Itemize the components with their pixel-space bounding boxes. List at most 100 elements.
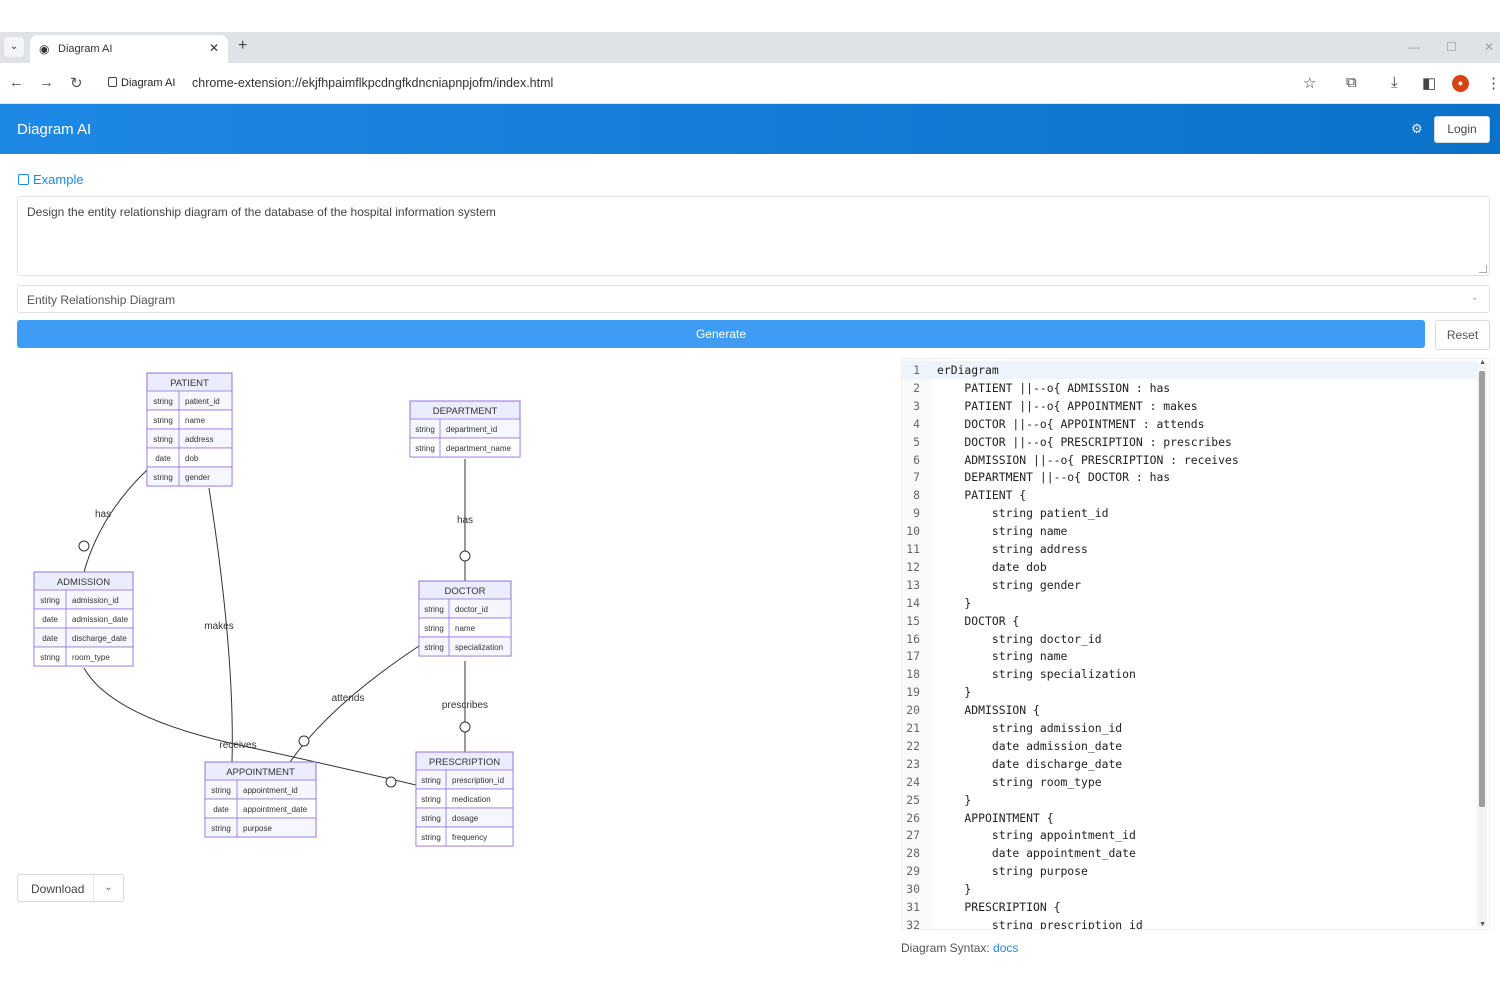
line-number: 32: [906, 917, 920, 930]
code-line[interactable]: 32 string prescription_id: [902, 916, 1477, 930]
code-line[interactable]: 5 DOCTOR ||--o{ PRESCRIPTION : prescribe…: [902, 433, 1477, 451]
maximize-icon[interactable]: ☐: [1446, 40, 1457, 54]
code-line[interactable]: 19 }: [902, 683, 1477, 701]
line-number: 22: [906, 738, 920, 753]
download-button[interactable]: Download ⌄: [17, 874, 124, 902]
window-close-icon[interactable]: ✕: [1484, 40, 1495, 54]
code-line[interactable]: 27 string appointment_id: [902, 826, 1477, 844]
code-line[interactable]: 7 DEPARTMENT ||--o{ DOCTOR : has: [902, 468, 1477, 486]
tab-list-icon[interactable]: ⌄: [4, 37, 24, 57]
line-code: string gender: [937, 577, 1082, 592]
code-line[interactable]: 22 date admission_date: [902, 737, 1477, 755]
code-line[interactable]: 2 PATIENT ||--o{ ADMISSION : has: [902, 379, 1477, 397]
generate-button[interactable]: Generate: [17, 320, 1425, 348]
code-line[interactable]: 28 date appointment_date: [902, 844, 1477, 862]
code-line[interactable]: 8 PATIENT {: [902, 486, 1477, 504]
code-line[interactable]: 18 string specialization: [902, 665, 1477, 683]
line-code: erDiagram: [937, 363, 999, 377]
code-line[interactable]: 13 string gender: [902, 576, 1477, 594]
prompt-textarea[interactable]: Design the entity relationship diagram o…: [17, 196, 1490, 276]
line-code: string address: [937, 542, 1088, 556]
attribute-name: doctor_id: [455, 605, 488, 614]
code-line[interactable]: 6 ADMISSION ||--o{ PRESCRIPTION : receiv…: [902, 451, 1477, 469]
code-line[interactable]: 4 DOCTOR ||--o{ APPOINTMENT : attends: [902, 415, 1477, 433]
relation-label-has: has: [95, 509, 111, 520]
back-icon[interactable]: ←: [9, 74, 24, 91]
line-code: DOCTOR ||--o{ PRESCRIPTION : prescribes: [937, 434, 1232, 449]
scrollbar-thumb[interactable]: [1479, 371, 1485, 807]
code-line[interactable]: 29 string purpose: [902, 862, 1477, 880]
attribute-name: gender: [185, 473, 210, 482]
line-number: 24: [906, 774, 920, 789]
line-number: 17: [906, 649, 920, 664]
code-line[interactable]: 14 }: [902, 594, 1477, 612]
code-line[interactable]: 20 ADMISSION {: [902, 701, 1477, 719]
docs-link[interactable]: docs: [993, 941, 1019, 955]
scroll-up-icon[interactable]: ▲: [1479, 359, 1486, 366]
attribute-name: room_type: [72, 653, 110, 662]
reload-icon[interactable]: ↻: [70, 75, 83, 92]
entity-title: ADMISSION: [57, 577, 110, 588]
chevron-down-icon[interactable]: ⌄: [93, 875, 123, 901]
close-icon[interactable]: ✕: [208, 41, 219, 55]
code-line[interactable]: 11 string address: [902, 540, 1477, 558]
code-line[interactable]: 10 string name: [902, 522, 1477, 540]
line-code: string patient_id: [937, 506, 1109, 521]
diagram-type-select[interactable]: Entity Relationship Diagram ⌄: [17, 285, 1490, 313]
code-line[interactable]: 15 DOCTOR {: [902, 612, 1477, 630]
line-number: 23: [906, 756, 920, 771]
line-code: DEPARTMENT ||--o{ DOCTOR : has: [937, 470, 1171, 485]
code-line[interactable]: 31 PRESCRIPTION {: [902, 898, 1477, 916]
crowfoot-circle: [459, 721, 471, 733]
code-line[interactable]: 24 string room_type: [902, 773, 1477, 791]
code-line[interactable]: 26 APPOINTMENT {: [902, 809, 1477, 827]
plus-icon[interactable]: +: [238, 37, 248, 54]
forward-icon[interactable]: →: [39, 74, 54, 91]
code-line[interactable]: 25 }: [902, 791, 1477, 809]
code-line[interactable]: 21 string admission_id: [902, 719, 1477, 737]
download-icon[interactable]: ⤓: [1391, 74, 1398, 91]
code-line[interactable]: 12 date dob: [902, 558, 1477, 576]
code-line[interactable]: 17 string name: [902, 647, 1477, 665]
address-bar[interactable]: Diagram AI chrome-extension://ekjfhpaimf…: [98, 69, 1338, 98]
attribute-row: [146, 466, 233, 487]
attribute-type: string: [424, 605, 444, 614]
app-header: Diagram AI ⚙ Login: [0, 104, 1500, 154]
code-line[interactable]: 30 }: [902, 880, 1477, 898]
code-line[interactable]: 16 string doctor_id: [902, 630, 1477, 648]
line-code: APPOINTMENT {: [937, 810, 1054, 825]
attribute-row: [415, 826, 514, 847]
editor-scrollbar[interactable]: [1477, 363, 1487, 927]
attribute-name: admission_id: [72, 596, 119, 605]
site-chip[interactable]: Diagram AI: [108, 77, 175, 89]
line-number: 15: [906, 613, 920, 628]
resize-handle[interactable]: [1479, 265, 1487, 273]
minimize-icon[interactable]: —: [1408, 40, 1420, 54]
code-line[interactable]: 3 PATIENT ||--o{ APPOINTMENT : makes: [902, 397, 1477, 415]
login-button[interactable]: Login: [1434, 116, 1490, 143]
code-line[interactable]: 23 date discharge_date: [902, 755, 1477, 773]
star-icon[interactable]: ☆: [1303, 75, 1317, 92]
example-link[interactable]: Example: [18, 172, 84, 187]
url-text[interactable]: chrome-extension://ekjfhpaimflkpcdngfkdn…: [192, 76, 554, 90]
code-line[interactable]: 9 string patient_id: [902, 504, 1477, 522]
line-number: 25: [906, 792, 920, 807]
more-icon[interactable]: ⋮: [1486, 75, 1500, 92]
profile-icon[interactable]: ●: [1452, 75, 1469, 92]
line-code: date dob: [937, 559, 1047, 574]
entity-title: APPOINTMENT: [226, 767, 295, 778]
attribute-name: appointment_date: [243, 805, 308, 814]
line-code: string purpose: [937, 864, 1088, 879]
extensions-icon[interactable]: ⧉: [1346, 74, 1357, 91]
attribute-name: specialization: [455, 643, 503, 652]
scroll-down-icon[interactable]: ▼: [1479, 921, 1486, 928]
attribute-type: date: [213, 805, 229, 814]
browser-toolbar: ← → ↻ Diagram AI chrome-extension://ekjf…: [0, 63, 1500, 104]
reset-button[interactable]: Reset: [1435, 320, 1490, 350]
sidebar-icon[interactable]: ◧: [1422, 75, 1437, 92]
attribute-type: date: [42, 634, 58, 643]
gear-icon[interactable]: ⚙: [1411, 121, 1423, 136]
browser-tab[interactable]: ◉ Diagram AI ✕: [30, 35, 228, 63]
